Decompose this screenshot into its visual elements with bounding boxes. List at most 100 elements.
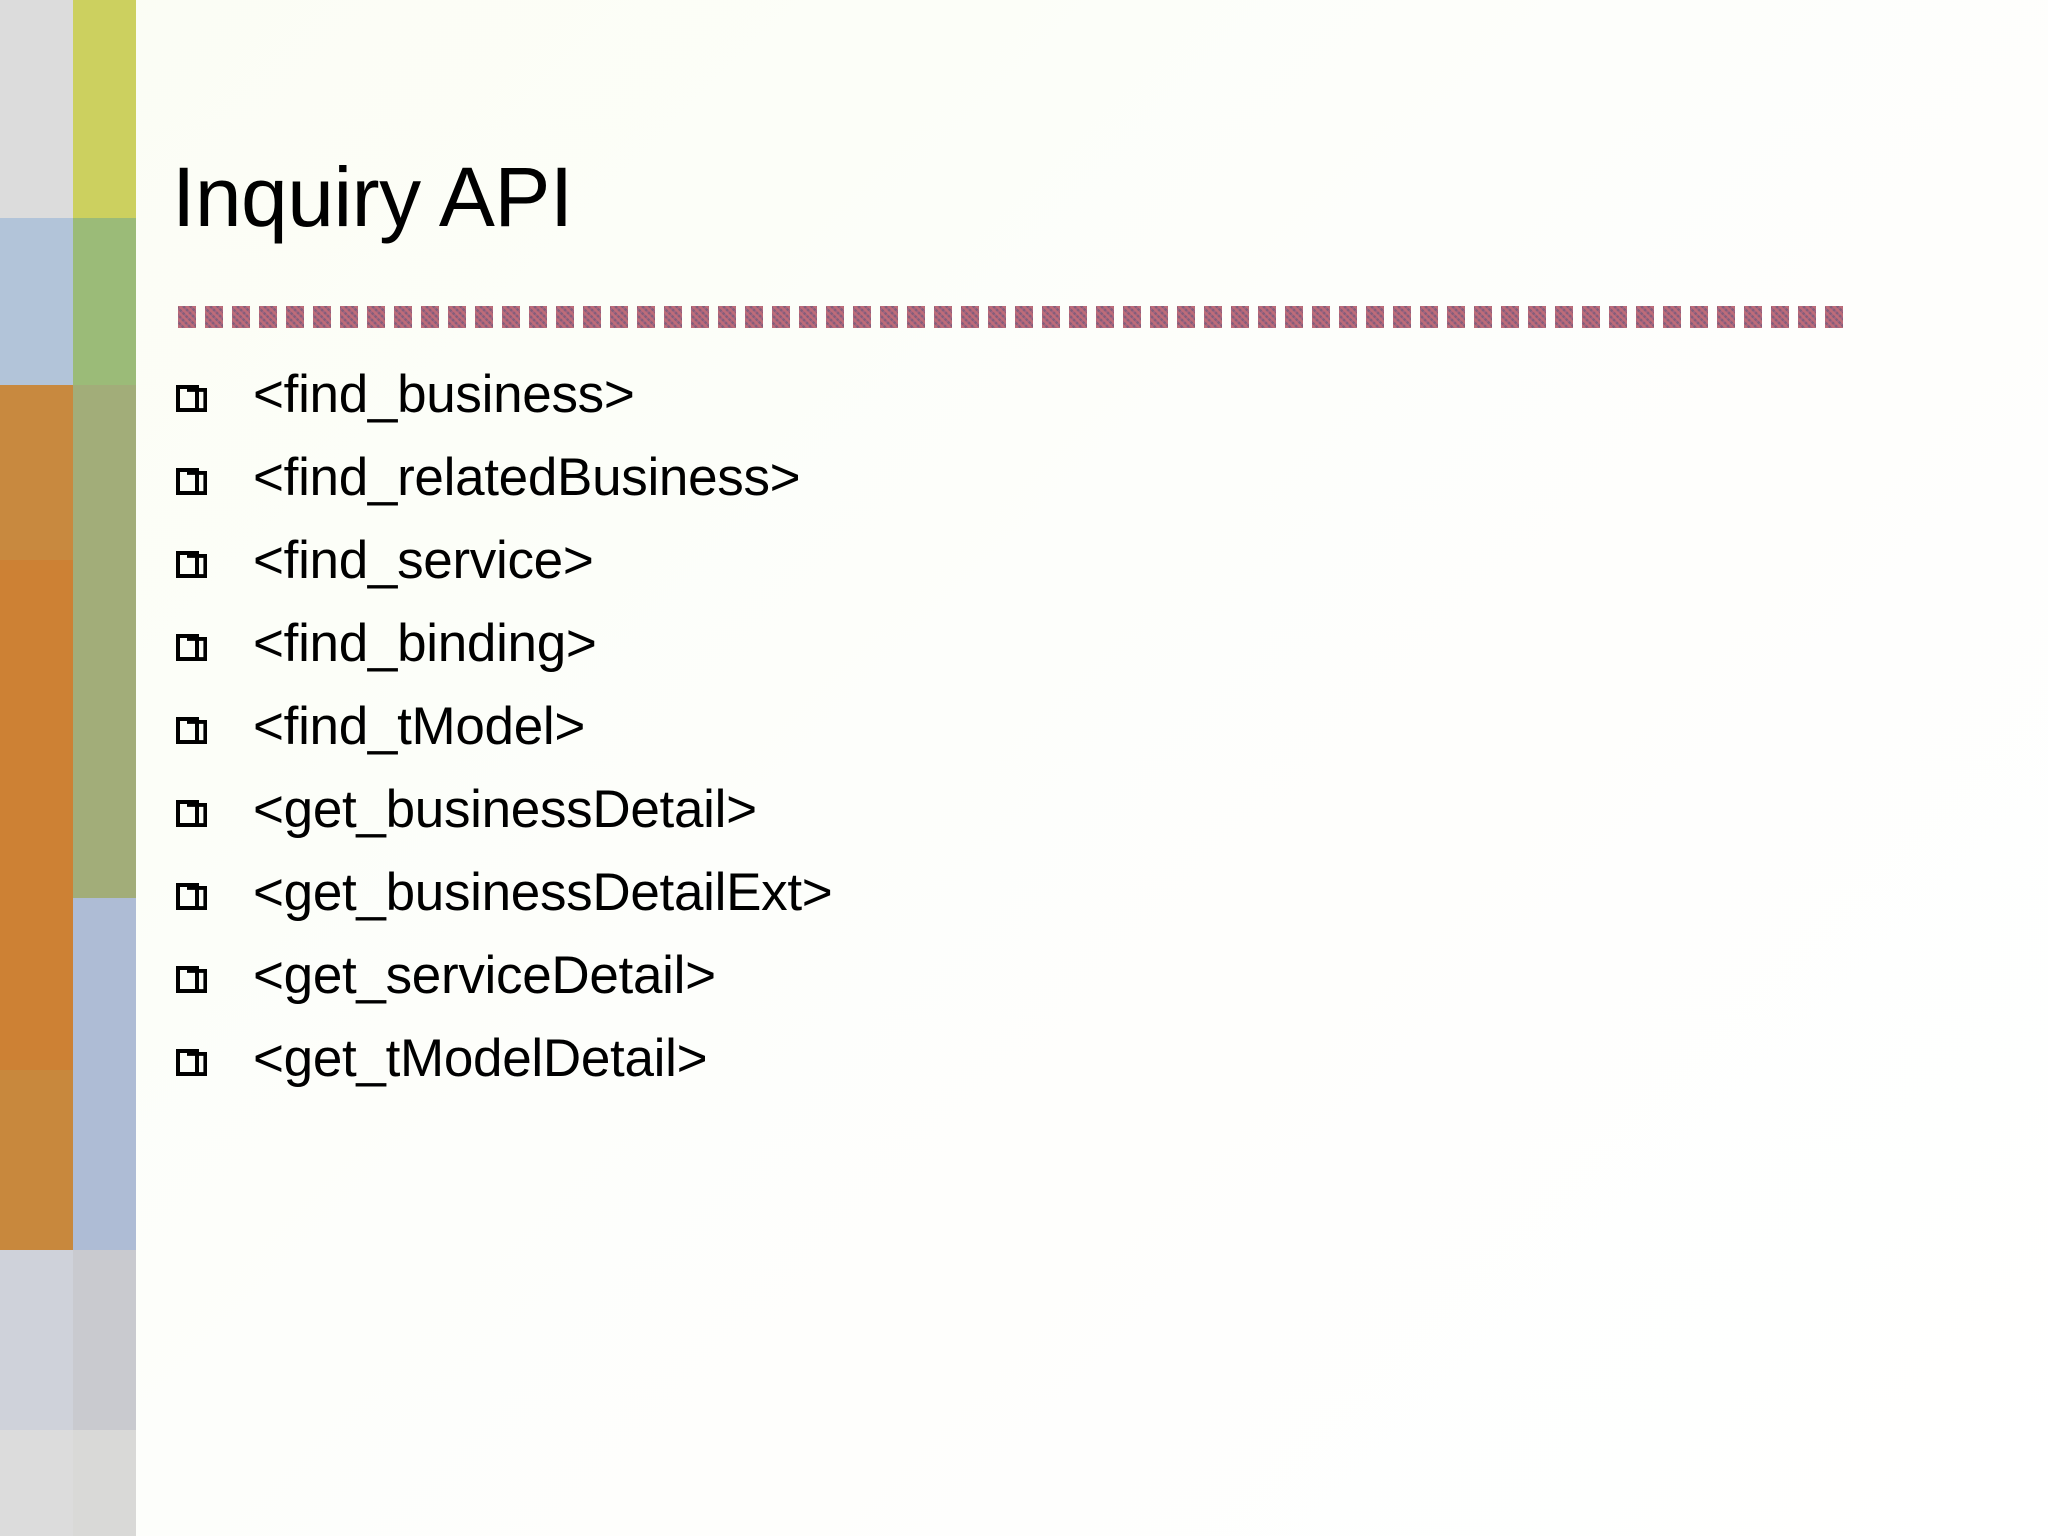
rule-square — [853, 306, 871, 328]
rule-square — [475, 306, 493, 328]
sidebar-band-gray-light — [73, 1430, 136, 1536]
decorative-rule — [178, 306, 1870, 330]
rule-square — [1177, 306, 1195, 328]
list-item-label: <get_serviceDetail> — [253, 946, 716, 1005]
shadowed-square-bullet-icon — [176, 385, 207, 415]
sidebar-band-orange-light — [0, 385, 73, 560]
list-item-label: <find_relatedBusiness> — [253, 448, 801, 507]
rule-square — [529, 306, 547, 328]
shadowed-square-bullet-icon — [176, 1049, 207, 1079]
rule-square — [772, 306, 790, 328]
rule-square — [718, 306, 736, 328]
list-item-label: <find_binding> — [253, 614, 597, 673]
rule-square — [1609, 306, 1627, 328]
rule-square — [1258, 306, 1276, 328]
rule-square — [1798, 306, 1816, 328]
rule-square — [1501, 306, 1519, 328]
sidebar-band-olive-green — [73, 385, 136, 898]
rule-square — [313, 306, 331, 328]
rule-square — [610, 306, 628, 328]
sidebar-band-blue — [73, 898, 136, 1250]
shadowed-square-bullet-icon — [176, 800, 207, 830]
rule-square — [1555, 306, 1573, 328]
list-item: <get_serviceDetail> — [176, 949, 1876, 1032]
rule-square — [205, 306, 223, 328]
rule-square — [1339, 306, 1357, 328]
rule-square — [907, 306, 925, 328]
sidebar-band-light-gray-bottom — [0, 1430, 73, 1536]
list-item-label: <get_businessDetail> — [253, 780, 757, 839]
rule-square — [637, 306, 655, 328]
sidebar-band-orange-dark — [0, 560, 73, 1070]
rule-square — [1744, 306, 1762, 328]
rule-square — [1474, 306, 1492, 328]
rule-square — [556, 306, 574, 328]
list-item: <get_businessDetail> — [176, 783, 1876, 866]
rule-square — [745, 306, 763, 328]
list-item: <find_relatedBusiness> — [176, 451, 1876, 534]
rule-square — [691, 306, 709, 328]
list-item: <find_service> — [176, 534, 1876, 617]
rule-square — [1069, 306, 1087, 328]
rule-square — [286, 306, 304, 328]
sidebar-band-light-blue — [0, 218, 73, 385]
list-item: <get_businessDetailExt> — [176, 866, 1876, 949]
rule-square — [1015, 306, 1033, 328]
rule-square — [421, 306, 439, 328]
sidebar-band-orange-medium — [0, 1070, 73, 1250]
rule-square — [1285, 306, 1303, 328]
rule-square — [826, 306, 844, 328]
rule-square — [232, 306, 250, 328]
rule-square — [502, 306, 520, 328]
rule-square — [664, 306, 682, 328]
list-item-label: <get_tModelDetail> — [253, 1029, 708, 1088]
rule-square — [1123, 306, 1141, 328]
rule-square — [583, 306, 601, 328]
sidebar-band-gray-blue — [0, 1250, 73, 1430]
list-item-label: <find_tModel> — [253, 697, 586, 756]
rule-square — [934, 306, 952, 328]
rule-square — [340, 306, 358, 328]
list-item: <get_tModelDetail> — [176, 1032, 1876, 1115]
rule-square — [1366, 306, 1384, 328]
sidebar-right-column — [73, 0, 136, 1536]
list-item-label: <get_businessDetailExt> — [253, 863, 833, 922]
sidebar-band-gray — [73, 1250, 136, 1430]
rule-square — [1096, 306, 1114, 328]
page-title: Inquiry API — [172, 150, 573, 244]
rule-square — [1447, 306, 1465, 328]
rule-square — [1582, 306, 1600, 328]
rule-square — [1204, 306, 1222, 328]
rule-square — [1420, 306, 1438, 328]
api-method-list: <find_business> <find_relatedBusiness> <fi… — [176, 368, 1876, 1115]
rule-square — [1636, 306, 1654, 328]
shadowed-square-bullet-icon — [176, 551, 207, 581]
rule-square — [1393, 306, 1411, 328]
sidebar-left-column — [0, 0, 73, 1536]
rule-square — [367, 306, 385, 328]
list-item: <find_business> — [176, 368, 1876, 451]
rule-square — [394, 306, 412, 328]
list-item: <find_binding> — [176, 617, 1876, 700]
shadowed-square-bullet-icon — [176, 966, 207, 996]
rule-square — [1042, 306, 1060, 328]
list-item-label: <find_service> — [253, 531, 594, 590]
list-item: <find_tModel> — [176, 700, 1876, 783]
sidebar-band-light-gray-top — [0, 0, 73, 218]
rule-square — [799, 306, 817, 328]
shadowed-square-bullet-icon — [176, 883, 207, 913]
shadowed-square-bullet-icon — [176, 634, 207, 664]
rule-square — [1150, 306, 1168, 328]
rule-square — [1231, 306, 1249, 328]
shadowed-square-bullet-icon — [176, 717, 207, 747]
rule-square — [1663, 306, 1681, 328]
rule-square — [1717, 306, 1735, 328]
rule-square — [178, 306, 196, 328]
rule-square — [1528, 306, 1546, 328]
rule-square — [1825, 306, 1843, 328]
sidebar-band-yellow-green — [73, 0, 136, 218]
sidebar-band-green — [73, 218, 136, 385]
list-item-label: <find_business> — [253, 365, 635, 424]
rule-square — [259, 306, 277, 328]
